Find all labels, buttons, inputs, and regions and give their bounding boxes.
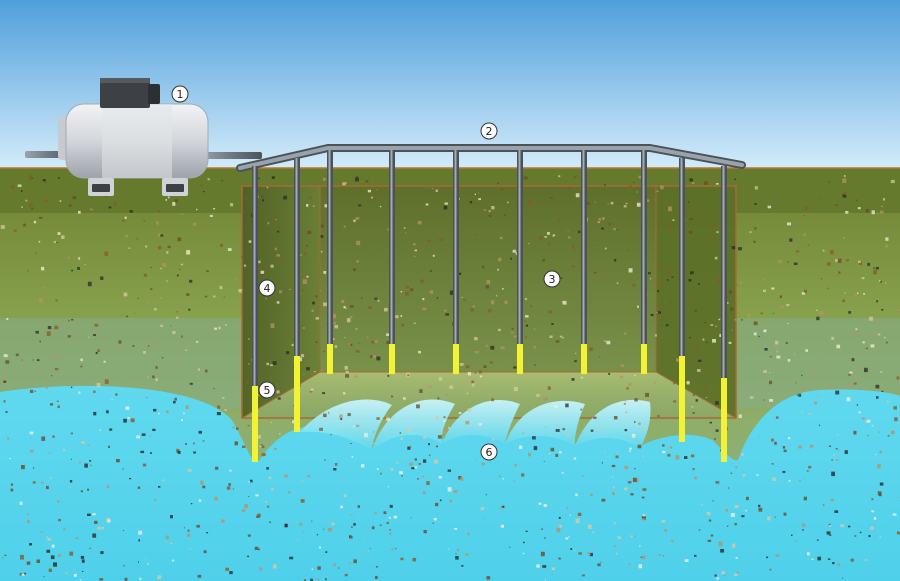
callout-6-water-table: 6 xyxy=(480,443,498,461)
well-point xyxy=(389,344,395,374)
well-point xyxy=(581,344,587,374)
riser-pipe xyxy=(581,150,587,374)
callout-1-pump: 1 xyxy=(171,85,189,103)
riser-pipe xyxy=(327,150,333,374)
callout-5-well-point: 5 xyxy=(258,381,276,399)
callout-label: 3 xyxy=(549,273,556,286)
well-point xyxy=(721,378,727,462)
riser-pipe xyxy=(721,166,727,462)
motor-icon xyxy=(100,78,160,108)
callout-4-riser-pipe: 4 xyxy=(258,279,276,297)
riser-pipe xyxy=(679,158,685,442)
pump-icon xyxy=(58,78,209,196)
header-pipe xyxy=(236,144,746,172)
callout-2-header-pipe: 2 xyxy=(480,122,498,140)
well-point xyxy=(641,344,647,374)
riser-pipe xyxy=(252,166,258,462)
excavation-pit xyxy=(241,185,737,419)
well-point xyxy=(252,386,258,462)
riser-pipe xyxy=(294,158,300,432)
well-point xyxy=(517,344,523,374)
riser-pipe xyxy=(641,150,647,374)
well-point xyxy=(327,344,333,374)
riser-pipe xyxy=(453,150,459,374)
callout-label: 4 xyxy=(264,282,271,295)
groundwater xyxy=(0,385,900,581)
callout-3-excavation: 3 xyxy=(543,270,561,288)
well-point xyxy=(453,344,459,374)
riser-pipe xyxy=(517,150,523,374)
riser-pipes xyxy=(252,150,727,462)
callout-label: 1 xyxy=(177,88,184,101)
callout-label: 2 xyxy=(486,125,493,138)
well-point xyxy=(294,356,300,432)
well-point xyxy=(679,356,685,442)
riser-pipe xyxy=(389,150,395,374)
callout-label: 6 xyxy=(486,446,493,459)
callout-label: 5 xyxy=(264,384,271,397)
